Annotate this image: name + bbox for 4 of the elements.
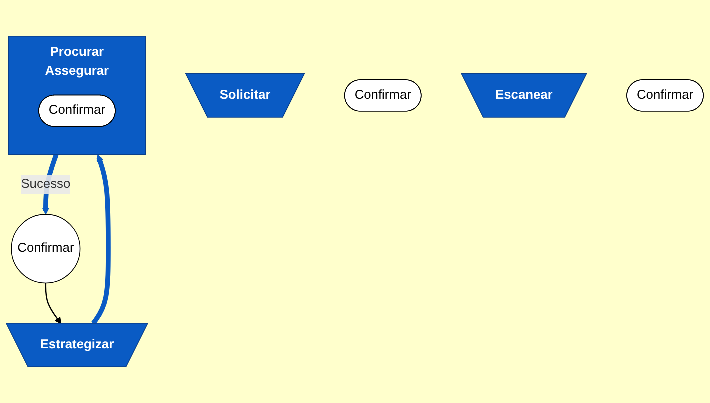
arrow bbox=[45, 282, 62, 324]
edge-label: Sucesso bbox=[21, 177, 71, 191]
node-circle: Confirmar bbox=[11, 214, 81, 284]
arrow bbox=[92, 154, 111, 325]
